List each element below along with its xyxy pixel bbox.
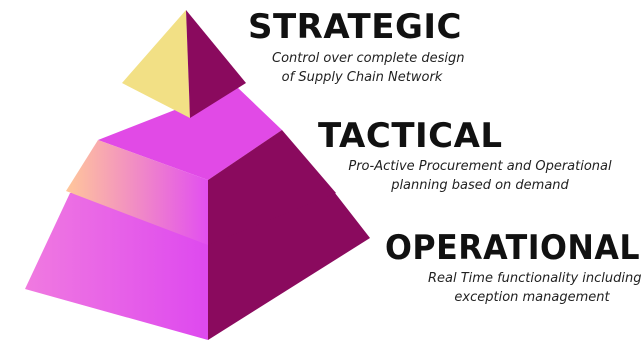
description-line: Real Time functionality including [428, 271, 642, 286]
pyramid-tier-tactical [66, 86, 336, 245]
level-description-operational: Real Time functionality including except… [428, 269, 642, 307]
tier-operational-left-face [25, 193, 208, 340]
tier-tactical-right-face [208, 130, 336, 245]
level-description-strategic: Control over complete design of Supply C… [272, 49, 465, 87]
description-line: Control over complete design [272, 51, 465, 66]
level-description-tactical: Pro-Active Procurement and Operational p… [345, 157, 615, 195]
description-line: exception management [454, 290, 610, 305]
description-line: planning based on demand [391, 178, 569, 193]
level-title-strategic: STRATEGIC [248, 7, 462, 47]
tier-operational-right-face [208, 193, 370, 340]
level-title-operational: OPERATIONAL [385, 228, 640, 268]
pyramid-tier-strategic [122, 10, 246, 118]
tier-tactical-left-face [66, 140, 208, 245]
level-title-tactical: TACTICAL [318, 116, 503, 156]
tier-strategic-right-face [186, 10, 246, 118]
description-line: Pro-Active Procurement and Operational [348, 159, 612, 174]
tier-tactical-top-face [98, 86, 282, 180]
tier-strategic-left-face [122, 10, 190, 118]
description-line: of Supply Chain Network [281, 70, 443, 85]
